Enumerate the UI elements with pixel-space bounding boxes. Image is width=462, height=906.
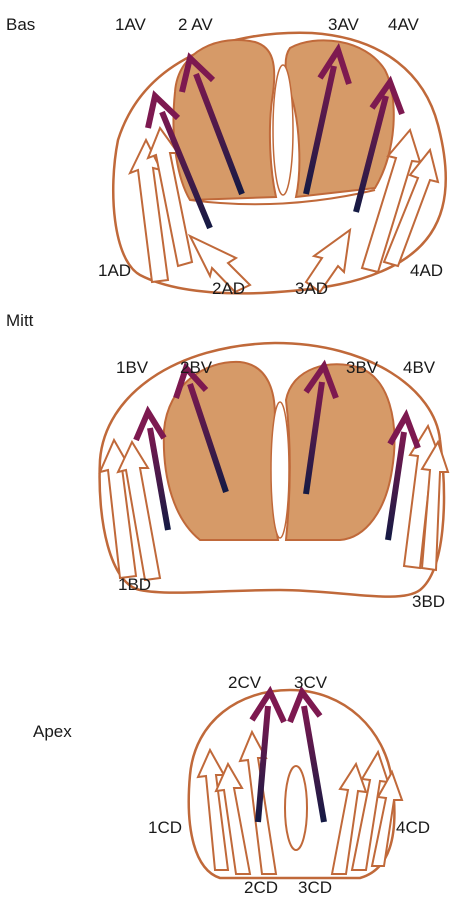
label-3BD: 3BD — [412, 592, 445, 611]
label-1AV: 1AV — [115, 15, 147, 34]
section-label-base: Bas — [6, 15, 35, 34]
label-2BV: 2BV — [180, 358, 213, 377]
label-3AV: 3AV — [328, 15, 360, 34]
label-2AD: 2AD — [212, 279, 245, 298]
label-1AD: 1AD — [98, 261, 131, 280]
label-4AD: 4AD — [410, 261, 443, 280]
label-4AV: 4AV — [388, 15, 420, 34]
label-4BV: 4BV — [403, 358, 436, 377]
label-3CD: 3CD — [298, 878, 332, 897]
mid-septum-opening — [271, 402, 289, 538]
label-4CD: 4CD — [396, 818, 430, 837]
label-2AV: 2 AV — [178, 15, 213, 34]
label-3BV: 3BV — [346, 358, 379, 377]
label-3CV: 3CV — [294, 673, 328, 692]
label-3AD: 3AD — [295, 279, 328, 298]
label-2CD: 2CD — [244, 878, 278, 897]
arrow-1CD-a — [198, 750, 228, 870]
apex-section: Apex 2CV 3CV 1CD 4CD 2CD 3CD — [33, 673, 430, 897]
mid-section: Mitt 1BV 2BV 3BV 4BV 1BD 3BD — [6, 311, 448, 611]
section-label-mid: Mitt — [6, 311, 34, 330]
label-1BD: 1BD — [118, 575, 151, 594]
base-section: Bas 1AV 2 AV 3AV 4AV 1AD 2AD 3AD 4AD — [6, 15, 446, 298]
section-label-apex: Apex — [33, 722, 72, 741]
label-1CD: 1CD — [148, 818, 182, 837]
base-septum-opening — [273, 65, 293, 195]
mid-right-lobe — [286, 364, 394, 540]
apex-center-opening — [285, 766, 307, 850]
label-2CV: 2CV — [228, 673, 262, 692]
label-1BV: 1BV — [116, 358, 149, 377]
